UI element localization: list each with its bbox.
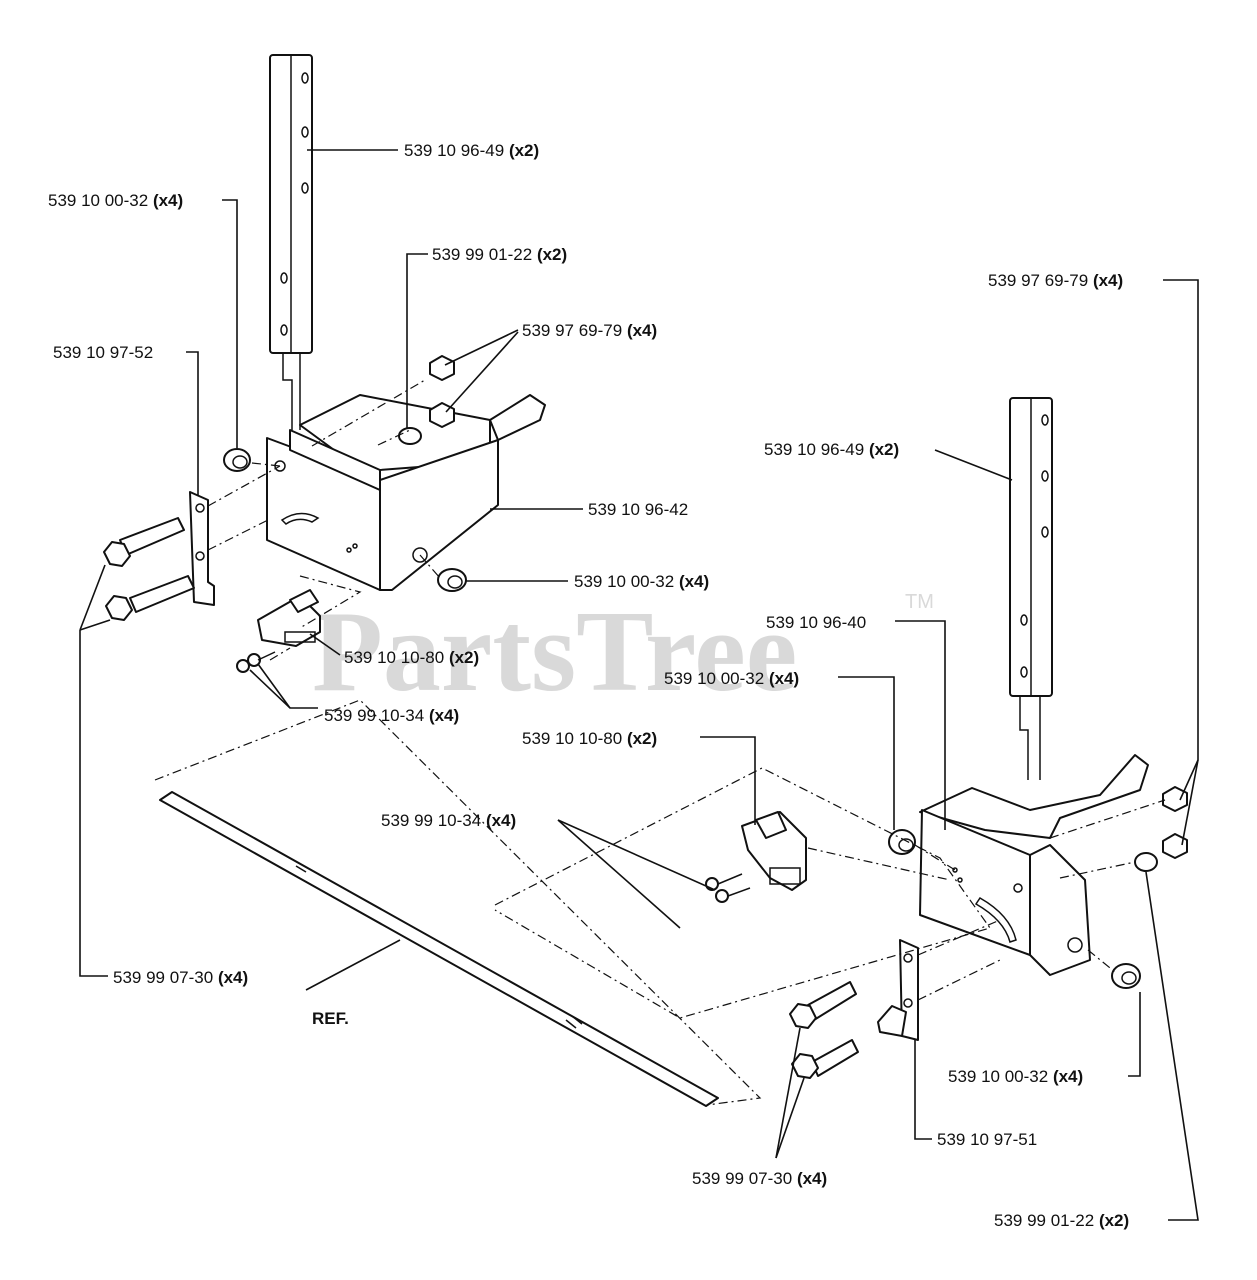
label-bolt-right: 539 99 07-30 (x4) bbox=[692, 1169, 827, 1188]
label-rod-right: 539 10 96-49 (x2) bbox=[764, 440, 899, 459]
left-screws bbox=[236, 651, 276, 673]
right-bolts bbox=[789, 981, 859, 1079]
label-plate-right: 539 10 97-51 bbox=[937, 1130, 1037, 1149]
label-ref: REF. bbox=[312, 1009, 349, 1028]
label-bolt-left: 539 99 07-30 (x4) bbox=[113, 968, 248, 987]
right-bushing-top bbox=[888, 829, 916, 855]
label-washer-left: 539 99 01-22 (x2) bbox=[432, 245, 567, 264]
right-screws bbox=[705, 873, 751, 903]
label-washer-right: 539 99 01-22 (x2) bbox=[994, 1211, 1129, 1230]
label-bushing-left-bottom: 539 10 00-32 (x4) bbox=[574, 572, 709, 591]
left-control-rod bbox=[269, 54, 313, 430]
left-switch bbox=[257, 589, 321, 647]
left-bushing-bottom bbox=[437, 568, 467, 592]
watermark-text: PartsTree bbox=[312, 588, 797, 716]
label-bracket-left: 539 10 96-42 bbox=[588, 500, 688, 519]
left-bolts bbox=[103, 517, 195, 621]
label-bracket-right: 539 10 96-40 bbox=[766, 613, 866, 632]
left-washer bbox=[398, 427, 422, 445]
ref-shaft bbox=[159, 791, 719, 1107]
label-rod-left: 539 10 96-49 (x2) bbox=[404, 141, 539, 160]
right-pivot-bracket bbox=[919, 754, 1149, 976]
leader-lines bbox=[79, 149, 1199, 1221]
label-screw-left: 539 99 10-34 (x4) bbox=[324, 706, 459, 725]
label-switch-left: 539 10 10-80 (x2) bbox=[344, 648, 479, 667]
label-plate-left: 539 10 97-52 bbox=[53, 343, 153, 362]
right-nuts bbox=[1162, 786, 1188, 859]
label-bushing-left-top: 539 10 00-32 (x4) bbox=[48, 191, 183, 210]
watermark-trademark: TM bbox=[905, 591, 934, 613]
left-nuts bbox=[429, 355, 455, 428]
right-switch bbox=[741, 811, 807, 891]
label-nut-right: 539 97 69-79 (x4) bbox=[988, 271, 1123, 290]
left-bushing-top bbox=[223, 448, 251, 472]
right-washer bbox=[1134, 852, 1158, 872]
assembly-dashed-lines bbox=[154, 379, 1166, 1106]
left-mount-plate bbox=[189, 491, 215, 606]
right-mount-plate bbox=[877, 939, 919, 1041]
left-pivot-bracket bbox=[266, 394, 546, 591]
right-bushing-bottom bbox=[1111, 963, 1141, 989]
label-bushing-right-top: 539 10 00-32 (x4) bbox=[664, 669, 799, 688]
right-control-rod bbox=[1009, 397, 1053, 780]
label-switch-right: 539 10 10-80 (x2) bbox=[522, 729, 657, 748]
label-nut-left: 539 97 69-79 (x4) bbox=[522, 321, 657, 340]
label-screw-right: 539 99 10-34 (x4) bbox=[381, 811, 516, 830]
label-bushing-right-bottom: 539 10 00-32 (x4) bbox=[948, 1067, 1083, 1086]
